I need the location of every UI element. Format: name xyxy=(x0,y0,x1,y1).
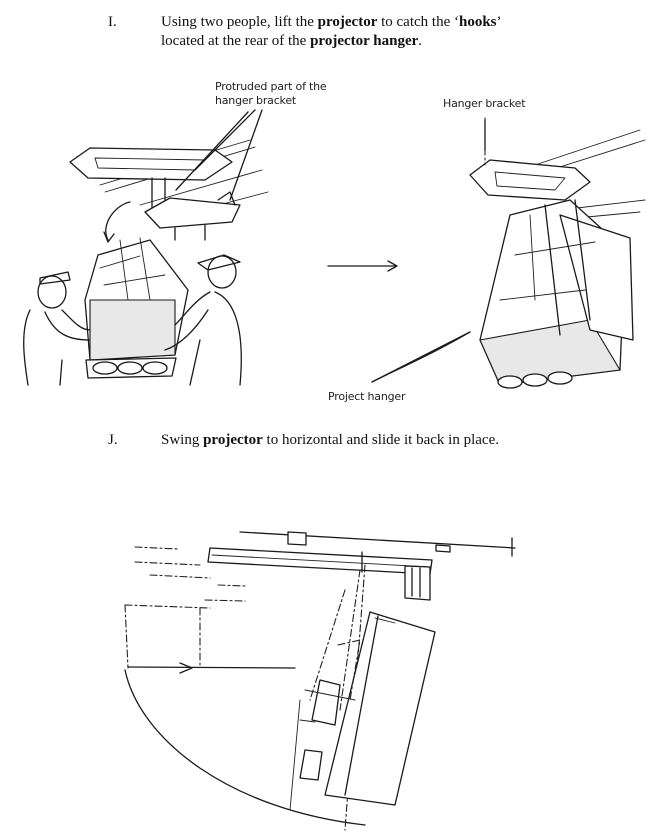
step-i: I. Using two people, lift the projector … xyxy=(108,13,628,53)
step-i-line-1: Using two people, lift the projector to … xyxy=(161,14,502,30)
label-hanger-bracket: Hanger bracket xyxy=(443,97,526,110)
label-protruded-line-1: Protruded part of the xyxy=(215,80,327,93)
label-project-hanger: Project hanger xyxy=(328,390,406,403)
step-j: J. Swing projector to horizontal and sli… xyxy=(108,431,628,451)
step-j-line-1: Swing projector to horizontal and slide … xyxy=(161,432,499,448)
step-i-marker: I. xyxy=(108,14,117,30)
step-i-line-2: located at the rear of the projector han… xyxy=(161,33,423,49)
label-protruded-line-2: hanger bracket xyxy=(215,94,297,107)
step-j-marker: J. xyxy=(108,432,118,448)
